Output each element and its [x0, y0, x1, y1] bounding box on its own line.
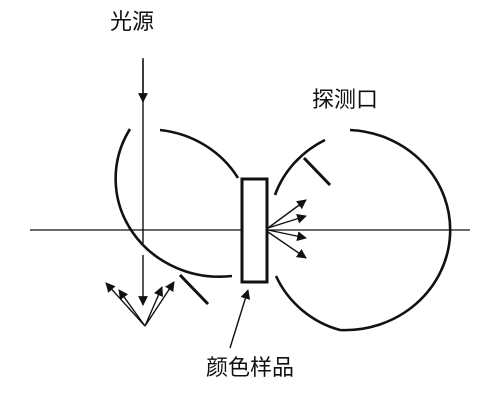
- diffuse-arrow-3: [144, 286, 163, 327]
- reflected-arrow-2: [267, 213, 307, 229]
- diffuse-arrow-1: [105, 282, 146, 327]
- right-sphere-upper-left-arc: [273, 138, 326, 196]
- color-sample-label: 颜色样品: [206, 356, 295, 381]
- sample-pointer-arrow: [229, 289, 251, 349]
- right-baffle: [302, 156, 332, 187]
- color-sample: [240, 177, 269, 284]
- reflected-arrow-3: [267, 229, 307, 241]
- reflected-arrow-1: [267, 199, 307, 229]
- light-source-label: 光源: [110, 10, 155, 35]
- right-sphere: [274, 128, 452, 332]
- left-baffle: [178, 273, 210, 306]
- reflected-arrow-4: [267, 231, 307, 259]
- probe-port-label: 探测口: [312, 88, 379, 113]
- left-sphere: [114, 128, 233, 278]
- diffuse-arrow-2: [118, 289, 146, 327]
- diffuse-arrow-4: [144, 281, 175, 327]
- left-sphere-upper-right-arc: [159, 128, 240, 179]
